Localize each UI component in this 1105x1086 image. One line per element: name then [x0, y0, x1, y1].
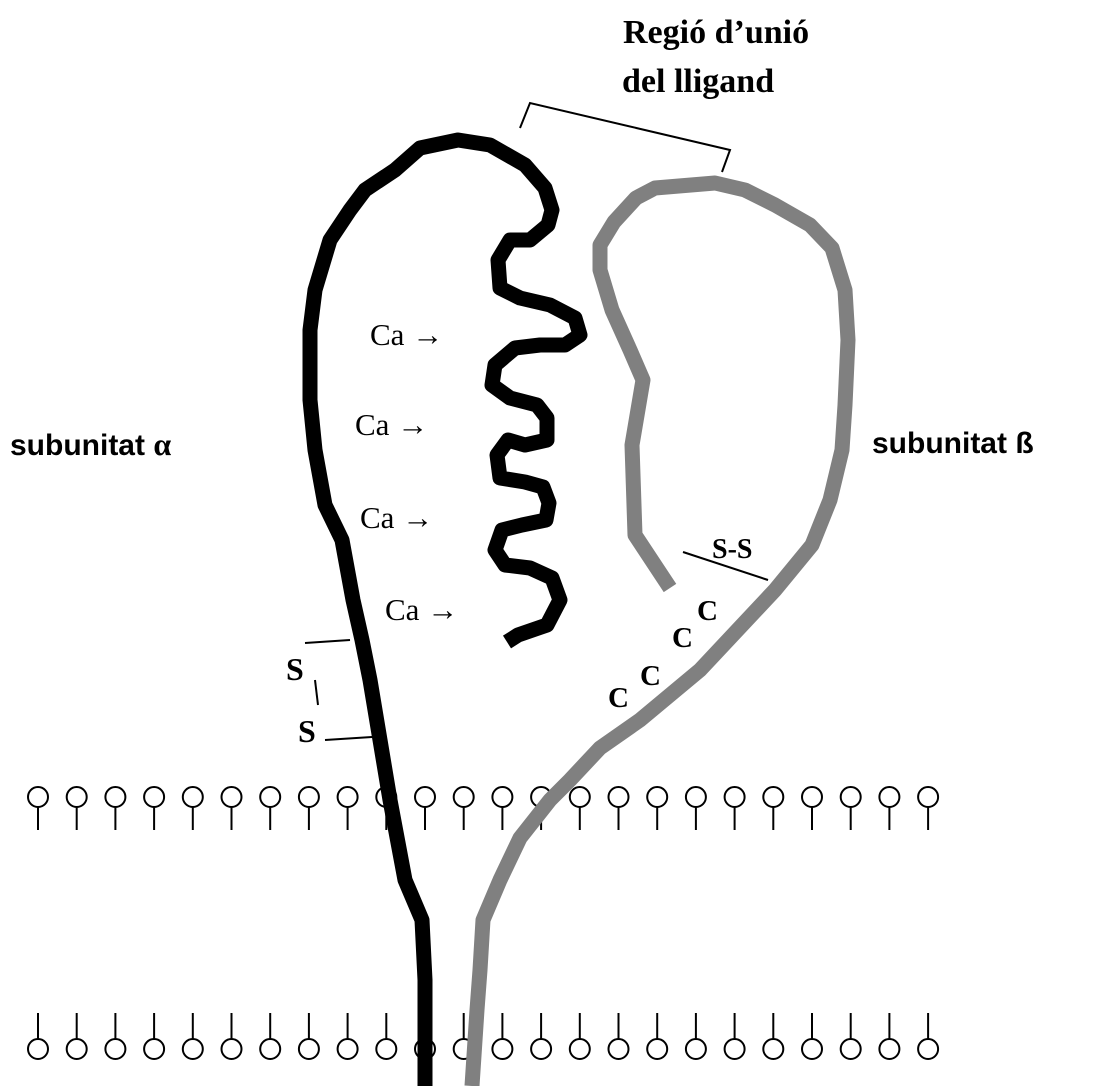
lipid-head-bottom: [841, 1039, 861, 1059]
calcium-site-label: Ca →: [370, 317, 443, 352]
alpha-subunit-label: subunitat α: [10, 426, 171, 462]
lipid-head-top: [841, 787, 861, 807]
lipid-head-bottom: [376, 1039, 396, 1059]
lipid-head-top: [686, 787, 706, 807]
cysteine-label: C: [608, 682, 629, 714]
lipid-head-bottom: [28, 1039, 48, 1059]
lipid-head-bottom: [183, 1039, 203, 1059]
lipid-head-top: [183, 787, 203, 807]
lipid-head-bottom: [67, 1039, 87, 1059]
ligand-region-label-line2: del lligand: [622, 63, 774, 100]
calcium-site-label: Ca →: [355, 407, 428, 442]
lipid-head-bottom: [686, 1039, 706, 1059]
lipid-head-bottom: [299, 1039, 319, 1059]
lipid-head-top: [454, 787, 474, 807]
beta-disulfide-label: S-S: [712, 534, 752, 565]
lipid-head-bottom: [338, 1039, 358, 1059]
lipid-head-top: [338, 787, 358, 807]
alpha-disulfide-line-top: [305, 640, 350, 643]
lipid-head-top: [105, 787, 125, 807]
lipid-head-top: [415, 787, 435, 807]
lipid-head-bottom: [647, 1039, 667, 1059]
alpha-disulfide-s-top: S: [286, 651, 304, 687]
lipid-head-top: [725, 787, 745, 807]
lipid-head-top: [144, 787, 164, 807]
lipid-head-bottom: [609, 1039, 629, 1059]
lipid-head-top: [67, 787, 87, 807]
lipid-head-top: [570, 787, 590, 807]
lipid-head-top: [918, 787, 938, 807]
lipid-head-bottom: [802, 1039, 822, 1059]
lipid-head-bottom: [492, 1039, 512, 1059]
lipid-head-top: [879, 787, 899, 807]
lipid-head-top: [260, 787, 280, 807]
lipid-head-bottom: [879, 1039, 899, 1059]
lipid-head-bottom: [570, 1039, 590, 1059]
lipid-head-bottom: [260, 1039, 280, 1059]
ligand-region-bracket: [520, 103, 730, 172]
lipid-head-top: [222, 787, 242, 807]
lipid-head-top: [492, 787, 512, 807]
lipid-head-top: [763, 787, 783, 807]
alpha-symbol: α: [153, 426, 171, 462]
beta-subunit-label: subunitat ß: [872, 427, 1034, 460]
ligand-region-label-line1: Regió d’unió: [623, 14, 809, 51]
lipid-head-bottom: [725, 1039, 745, 1059]
cysteine-label: C: [672, 622, 693, 654]
alpha-disulfide-connector: [315, 680, 318, 705]
cysteine-label: C: [640, 660, 661, 692]
cysteine-label: C: [697, 595, 718, 627]
calcium-site-label: Ca →: [360, 500, 433, 535]
lipid-head-top: [299, 787, 319, 807]
alpha-disulfide-s-bottom: S: [298, 713, 316, 749]
lipid-head-top: [802, 787, 822, 807]
lipid-head-bottom: [531, 1039, 551, 1059]
calcium-site-label: Ca →: [385, 592, 458, 627]
alpha-disulfide-line-bottom: [325, 737, 372, 740]
lipid-head-top: [609, 787, 629, 807]
lipid-head-bottom: [144, 1039, 164, 1059]
lipid-head-bottom: [918, 1039, 938, 1059]
lipid-head-bottom: [763, 1039, 783, 1059]
lipid-head-bottom: [222, 1039, 242, 1059]
lipid-head-bottom: [105, 1039, 125, 1059]
lipid-head-top: [28, 787, 48, 807]
lipid-head-top: [647, 787, 667, 807]
